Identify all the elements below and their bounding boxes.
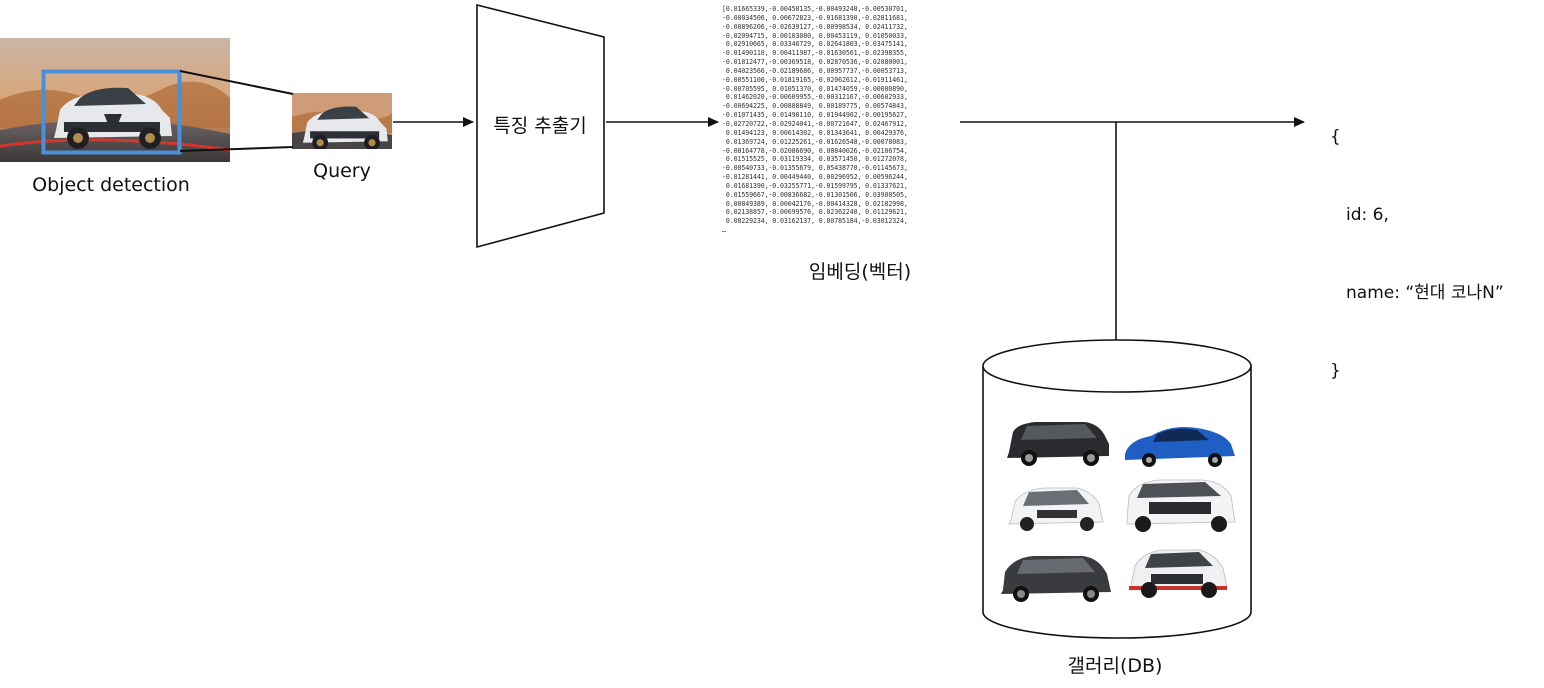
zoom-line-bottom (179, 146, 294, 152)
result-close-brace: } (1330, 361, 1341, 381)
gallery-label: 갤러리(DB) (1067, 655, 1163, 677)
gallery-car-3 (1008, 487, 1104, 531)
scene-photo (0, 38, 230, 162)
gallery-car-5 (1001, 556, 1111, 602)
query-label: Query (313, 160, 371, 182)
result-id: id: 6, (1346, 205, 1389, 225)
embedding-vector-text: [0.01665339,-0.00458135,-0.00493248,-0.0… (722, 5, 908, 235)
gallery-car-4 (1126, 479, 1236, 532)
embedding-label: 임베딩(벡터) (808, 261, 912, 283)
gallery-thumbnails (995, 412, 1245, 612)
gallery-car-6 (1128, 549, 1228, 598)
db-cylinder-top (982, 339, 1252, 393)
feature-extractor-label: 특징 추출기 (493, 115, 587, 137)
detection-box (41, 69, 182, 155)
result-open-brace: { (1330, 127, 1341, 147)
result-object: { id: 6, name: “현대 코나N” } (1330, 72, 1504, 410)
object-detection-label: Object detection (32, 174, 190, 196)
gallery-car-2 (1125, 427, 1235, 467)
result-name: name: “현대 코나N” (1346, 283, 1504, 303)
feature-extractor-shape (476, 3, 605, 249)
query-crop-photo (292, 93, 392, 149)
zoom-line-top (179, 70, 294, 95)
gallery-car-1 (1007, 422, 1109, 466)
